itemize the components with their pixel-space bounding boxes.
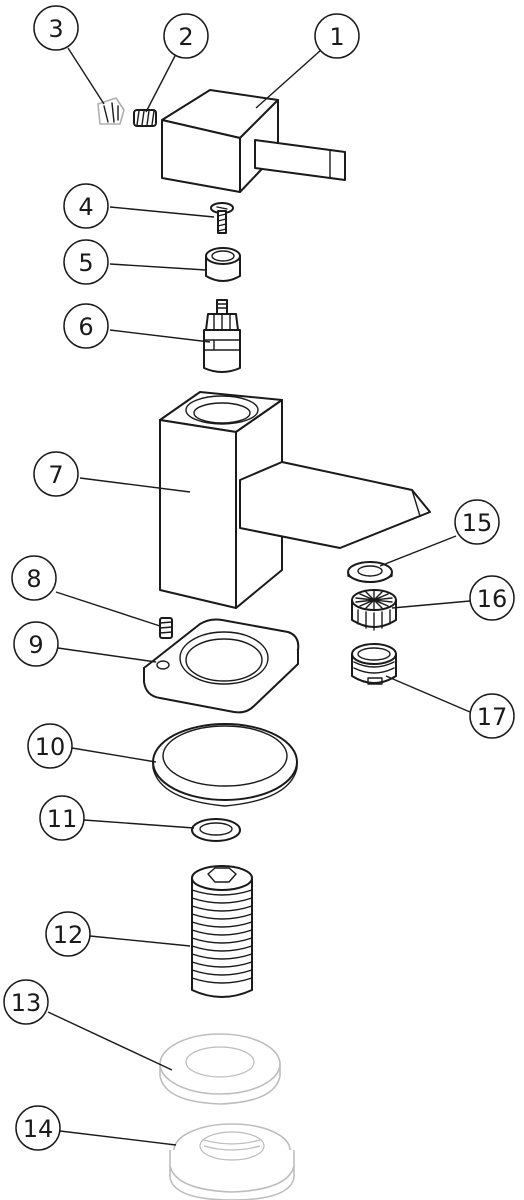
leader-15: [379, 535, 457, 567]
part-16-aerator-insert: [351, 589, 397, 631]
leader-8: [55, 591, 161, 627]
leader-9: [57, 647, 157, 663]
callout-3-label: 3: [48, 15, 63, 43]
callout-12-label: 12: [53, 921, 84, 949]
leader-lines: [47, 47, 471, 1146]
part-7-tap-body: [159, 391, 431, 609]
callout-1-label: 1: [329, 23, 344, 51]
callout-7: 7: [33, 451, 79, 497]
leader-6: [109, 329, 211, 343]
callout-15-label: 15: [462, 509, 493, 537]
leader-3: [67, 47, 105, 105]
callout-15: 15: [454, 499, 500, 545]
callouts: 1 2 3 4 5 6 7 8: [3, 5, 515, 1151]
part-17-aerator-housing: [351, 643, 397, 685]
callout-5-label: 5: [78, 249, 93, 277]
callout-11: 11: [39, 795, 85, 841]
callout-9: 9: [13, 621, 59, 667]
callout-8: 8: [11, 555, 57, 601]
part-15-aerator-washer: [347, 561, 393, 583]
part-10-gasket: [152, 723, 298, 807]
leader-5: [109, 263, 207, 271]
part-14-back-nut: [169, 1123, 295, 1200]
callout-11-label: 11: [47, 805, 78, 833]
callout-10-label: 10: [35, 733, 66, 761]
leader-16: [391, 600, 471, 609]
callout-14: 14: [15, 1105, 61, 1151]
part-4-screw: [210, 202, 234, 234]
callout-13: 13: [3, 979, 49, 1025]
leader-14: [59, 1130, 177, 1146]
callout-13-label: 13: [11, 989, 42, 1017]
callout-17: 17: [469, 693, 515, 739]
part-2-grub-screw: [133, 109, 157, 127]
callout-1: 1: [314, 13, 360, 59]
leader-4: [109, 206, 215, 218]
part-12-threaded-shank: [191, 865, 253, 998]
leader-1: [255, 49, 322, 109]
callout-17-label: 17: [477, 703, 508, 731]
callout-3: 3: [33, 5, 79, 51]
callout-4: 4: [63, 183, 109, 229]
leader-2: [145, 53, 177, 113]
part-13-back-washer: [159, 1033, 281, 1105]
part-1-handle: [161, 89, 346, 193]
part-5-sleeve: [205, 247, 241, 282]
callout-9-label: 9: [28, 631, 43, 659]
callout-2: 2: [163, 13, 209, 59]
callout-16: 16: [469, 575, 515, 621]
leader-11: [83, 819, 195, 829]
callout-16-label: 16: [477, 585, 508, 613]
callout-14-label: 14: [23, 1115, 54, 1143]
callout-6: 6: [63, 303, 109, 349]
leader-13: [47, 1011, 173, 1071]
callout-12: 12: [45, 911, 91, 957]
leader-10: [71, 747, 157, 763]
callout-10: 10: [27, 723, 73, 769]
part-9-base-plate: [143, 618, 300, 714]
callout-5: 5: [63, 239, 109, 285]
leader-17: [385, 675, 471, 713]
part-6-cartridge: [203, 299, 241, 373]
callout-7-label: 7: [48, 461, 63, 489]
part-11-washer: [191, 818, 241, 842]
callout-2-label: 2: [178, 23, 193, 51]
leader-12: [89, 935, 191, 947]
callout-4-label: 4: [78, 193, 93, 221]
callout-8-label: 8: [26, 565, 41, 593]
part-8-grub-screw: [159, 617, 173, 639]
part-3-cap-plug: [97, 97, 125, 125]
callout-6-label: 6: [78, 313, 93, 341]
leader-7: [79, 477, 191, 493]
